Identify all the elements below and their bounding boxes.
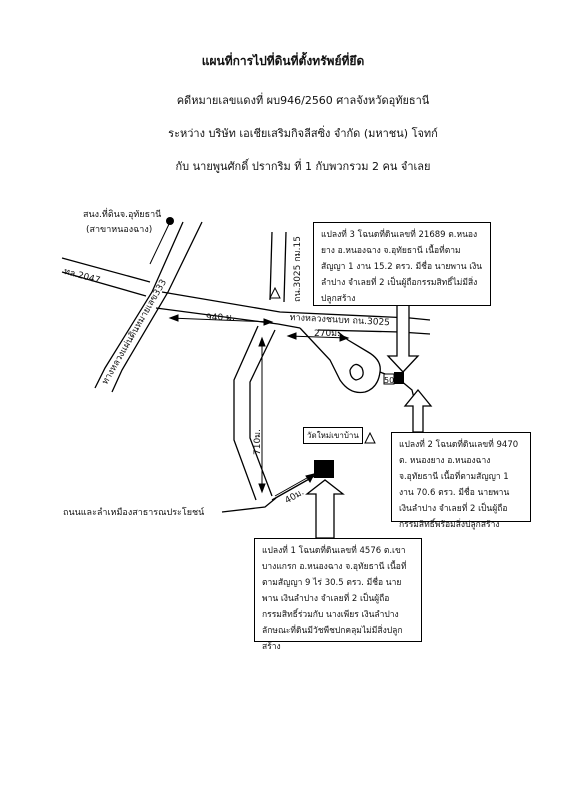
- dist-940-label: 940 ม.: [206, 313, 235, 323]
- parcel-2-info-box: แปลงที่ 2 โฉนดที่ดินเลขที่ 9470 ต. หนองย…: [391, 432, 531, 530]
- south-road-left: [233, 325, 259, 501]
- road-3025-north-left: [269, 231, 273, 301]
- road-3025-north-right: [283, 231, 287, 303]
- dim-710-arrow-top: [258, 336, 266, 347]
- public-road-label: ถนนและลำเหมืองสาธารณประโยชน์: [63, 508, 205, 518]
- dim-270-arrow-right: [339, 334, 350, 342]
- dim-270-arrow-left: [286, 332, 297, 340]
- land-office-branch-label: (สาขาหนองฉาง): [86, 225, 153, 235]
- dim-40-arrow: [305, 473, 315, 483]
- arrow-to-parcel-3: [386, 304, 420, 373]
- highway-333-left-edge: [94, 221, 184, 389]
- dist-270-label: 270ม.: [314, 329, 340, 339]
- parcel-3-block: [383, 373, 395, 385]
- dim-940-arrow-right: [263, 318, 274, 326]
- dist-50-label: 50: [384, 376, 395, 385]
- parcel-3-info-box: แปลงที่ 3 โฉนดที่ดินเลขที่ 21689 ต.หนองย…: [313, 222, 491, 306]
- dim-940-arrow-left: [168, 314, 179, 322]
- parcel-1-info-box: แปลงที่ 1 โฉนดที่ดินเลขที่ 4576 ต.เขาบาง…: [254, 538, 422, 652]
- defendant-line: กับ นายพูนศักดิ์ ปรากริม ที่ 1 กับพวกรวม…: [175, 160, 431, 173]
- road-marker-icon: [269, 286, 281, 299]
- loop-road-outer: [299, 327, 381, 394]
- road-2047-edge-2: [61, 271, 147, 297]
- dist-710-label: 710ม.: [253, 429, 263, 455]
- temple-icon: [364, 431, 376, 444]
- road-2047-edge-1: [61, 257, 151, 283]
- temple-label: วัดใหม่เขาบ้าน: [303, 427, 363, 444]
- dim-710-arrow-bottom: [258, 483, 266, 494]
- dim-940-line: [169, 317, 273, 323]
- road-3025-north-label: ถน.3025 กม.15: [293, 236, 303, 302]
- parcel-2-block: [394, 372, 404, 384]
- arrow-to-parcel-1: [305, 479, 345, 539]
- highway-333-right-edge: [111, 221, 203, 393]
- map-title: แผนที่การไปที่ดินที่ตั้งทรัพย์ที่ยึด: [201, 54, 365, 68]
- case-number-line: คดีหมายเลขแดงที่ ผบ946/2560 ศาลจังหวัดอุ…: [176, 94, 430, 107]
- office-pointer-line: [149, 221, 171, 265]
- road-3025-top-edge: [161, 291, 431, 321]
- dim-270-line: [287, 335, 349, 339]
- plaintiff-line: ระหว่าง บริษัท เอเชียเสริมกิจลีสซิ่ง จำก…: [168, 127, 438, 140]
- arrow-to-parcel-2: [403, 388, 433, 433]
- public-road-line: [221, 497, 277, 513]
- land-office-label: สนง.ที่ดินจ.อุทัยธานี: [83, 210, 162, 220]
- parcel-1-block: [314, 460, 334, 478]
- loop-road-inner: [349, 363, 364, 381]
- road-3025-bottom-edge: [155, 307, 301, 329]
- office-dot: [166, 217, 174, 225]
